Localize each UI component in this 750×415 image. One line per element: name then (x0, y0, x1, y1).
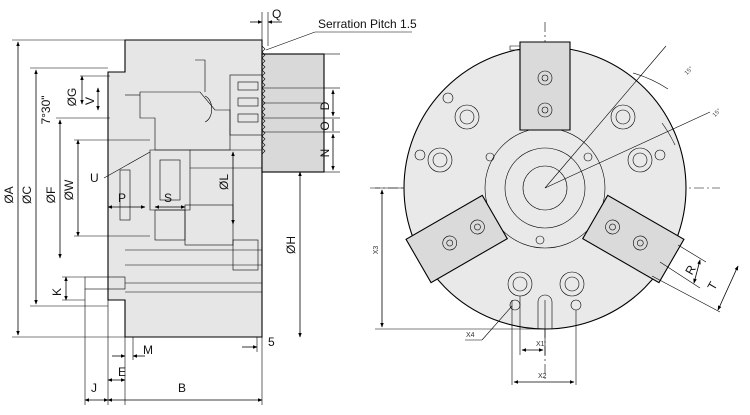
draw-tube (149, 149, 191, 211)
dim-d-label: D (318, 101, 332, 110)
top-jaw (261, 53, 325, 173)
front-view: X3 X1 X2 X4 15° 15° R T (370, 22, 739, 385)
dim-o-label: O (318, 121, 332, 130)
dim-x4-label: X4 (466, 332, 475, 339)
jaw-right (581, 194, 685, 284)
side-view: ØA ØC 7°30" ØF ØW ØG V U P S ØL (2, 7, 417, 405)
dim-v-label: V (83, 97, 97, 105)
dim-b-label: B (178, 381, 186, 395)
dim-g-label: ØG (65, 88, 79, 107)
dim-p-label: P (118, 191, 126, 205)
dim-x1-label: X1 (536, 341, 545, 348)
angle-lower-label: 15° (712, 108, 723, 119)
dim-e-label: E (118, 365, 126, 379)
dim-x3-label: X3 (373, 246, 380, 255)
jaw-left (405, 194, 509, 284)
dim-m-label: M (143, 343, 153, 357)
angle-upper-label: 15° (684, 66, 695, 77)
serration-pitch-callout: Serration Pitch 1.5 (318, 17, 417, 31)
dim-five-label: 5 (268, 335, 275, 349)
dim-n-label: N (318, 149, 332, 158)
jaw-top (509, 41, 571, 131)
chuck-body-section (107, 39, 263, 338)
dim-a-label: ØA (2, 186, 16, 203)
dim-l-label: ØL (217, 174, 231, 190)
bottom-slot (537, 294, 553, 329)
dim-w-label: ØW (62, 179, 76, 200)
dim-c-label: ØC (20, 186, 34, 204)
dim-x2-label: X2 (538, 373, 547, 380)
dim-angle-label: 7°30" (39, 95, 53, 124)
dim-f-label: ØF (44, 187, 58, 204)
dim-t-label: T (705, 279, 721, 293)
dim-u-label: U (90, 171, 99, 185)
dim-k-label: K (50, 288, 64, 296)
dim-j-label: J (91, 381, 97, 395)
dim-h-label: ØH (284, 236, 298, 254)
dim-q-label: Q (272, 7, 281, 21)
dim-s-label: S (164, 191, 172, 205)
